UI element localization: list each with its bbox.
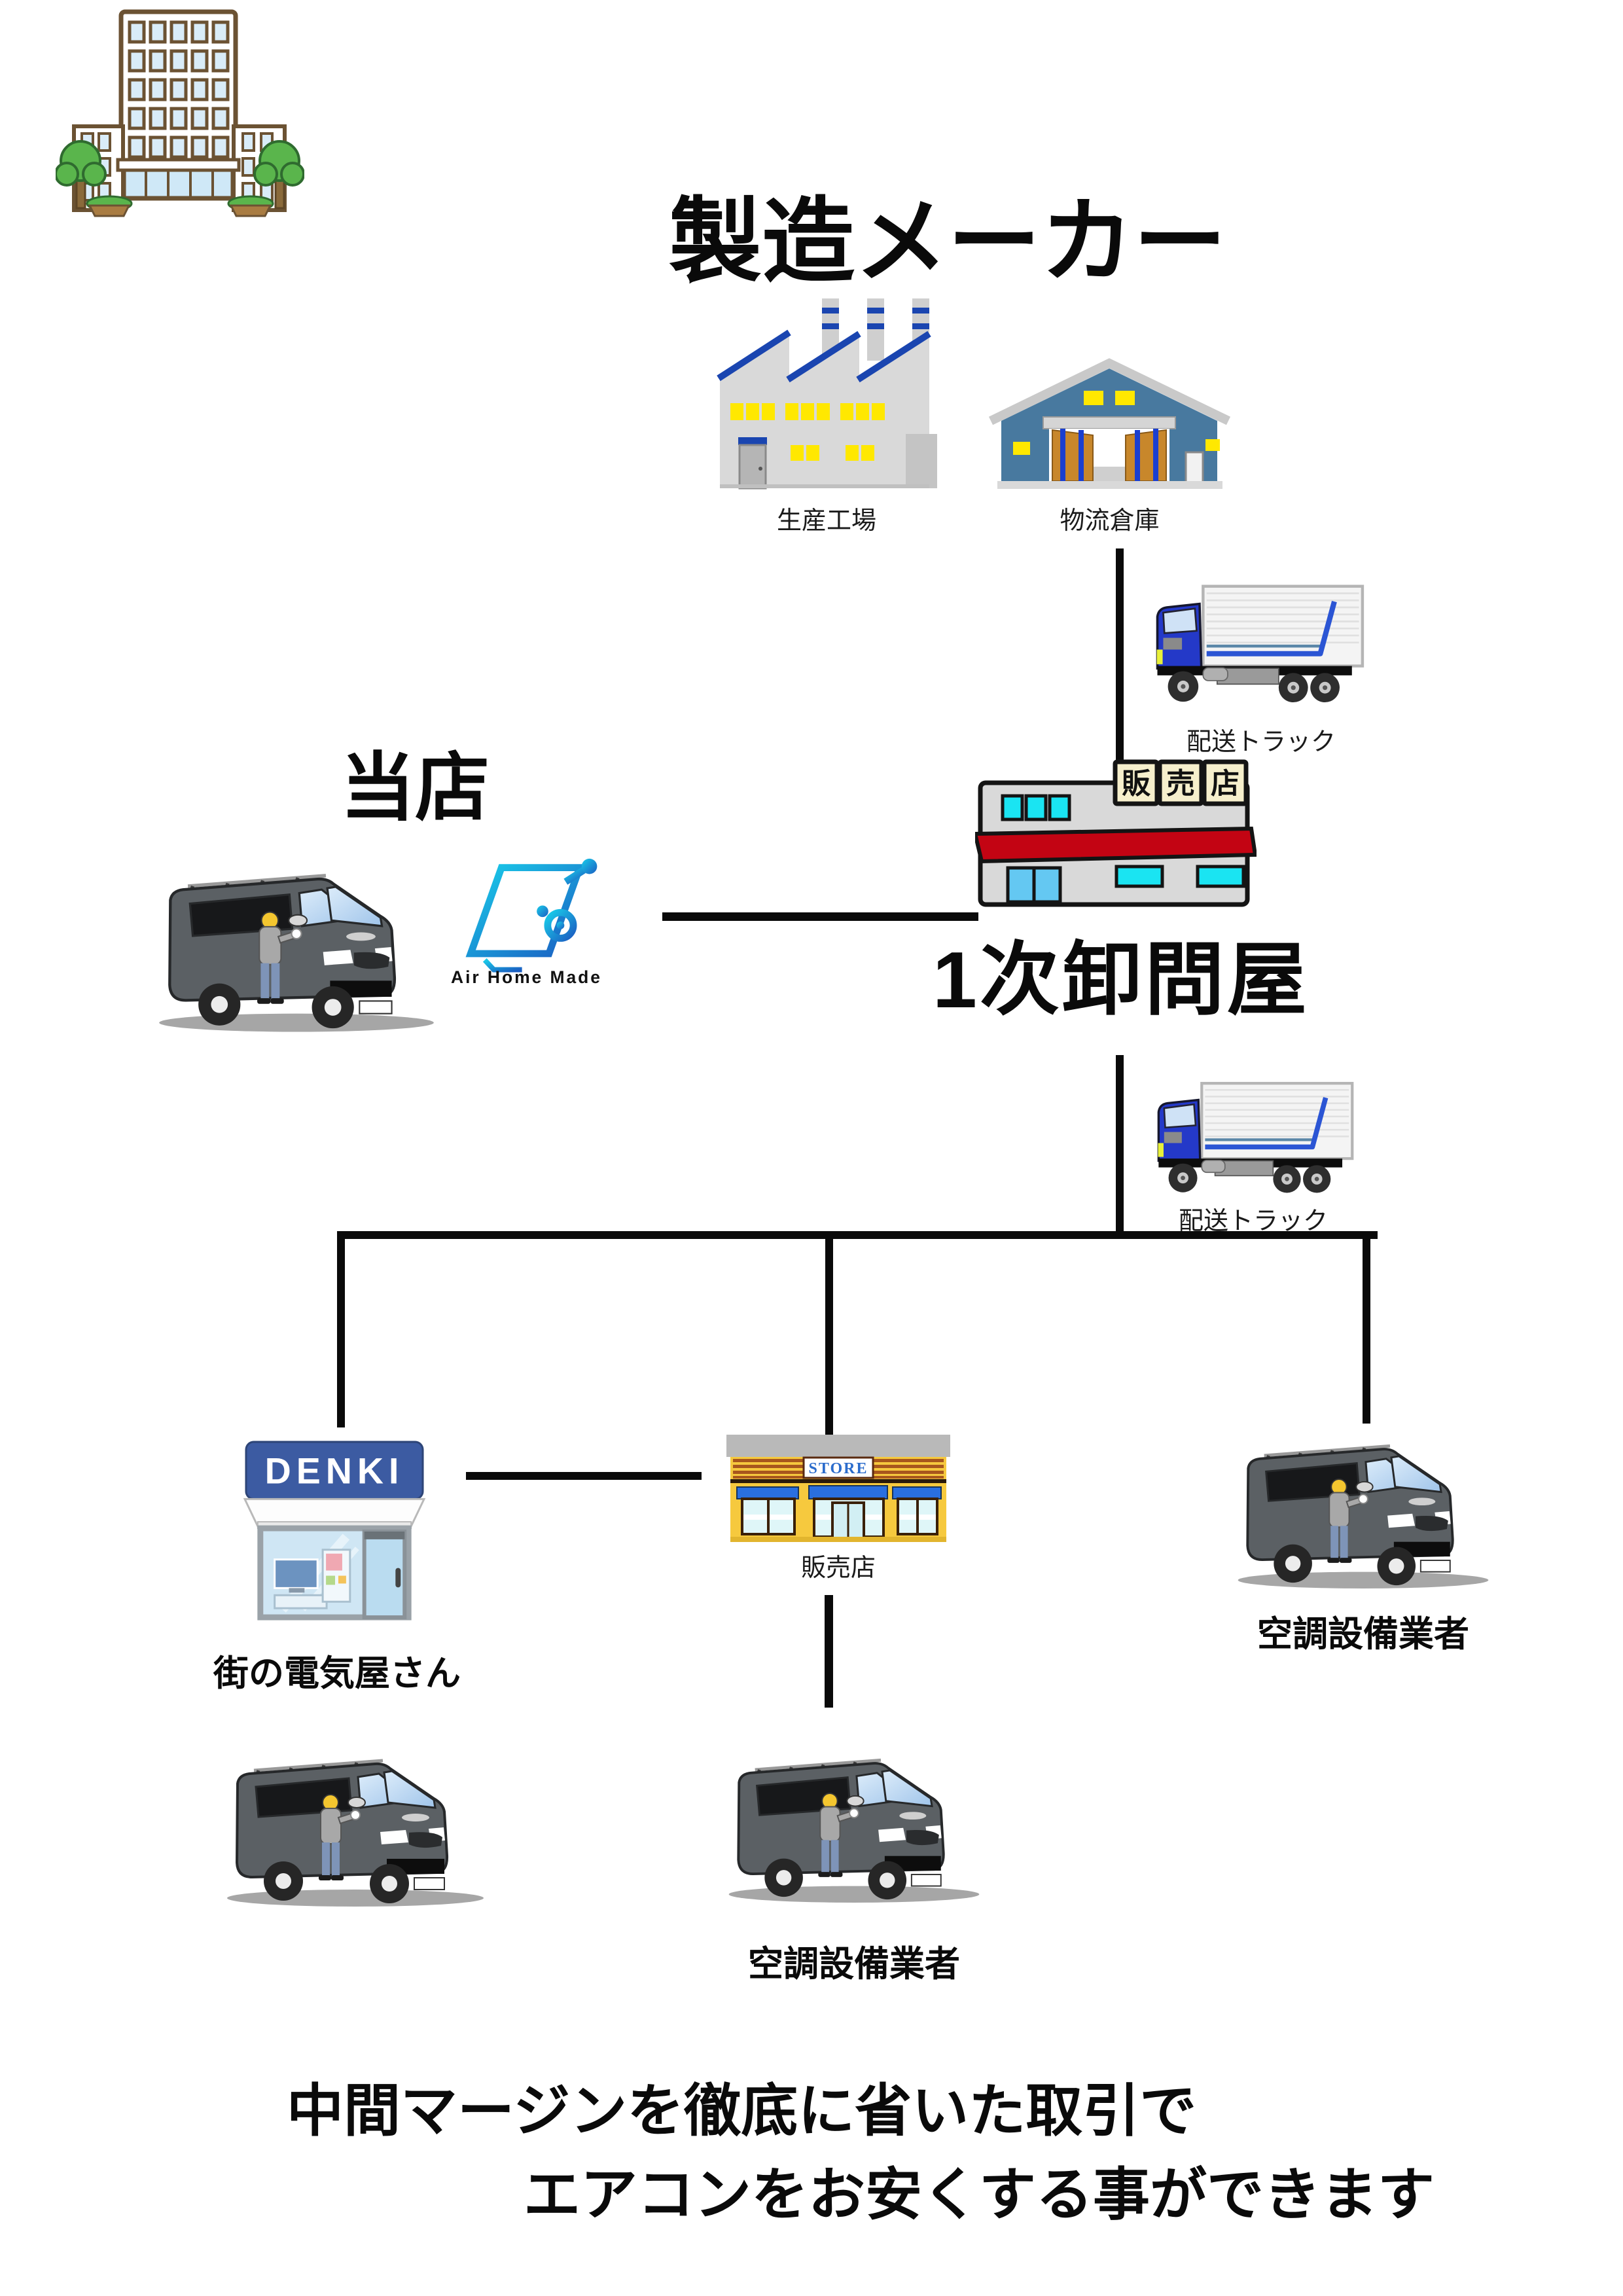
store-label: 販売店 bbox=[800, 1554, 876, 1582]
wholesaler-title: 1次卸問屋 bbox=[933, 935, 1310, 1024]
store-icon: STORE bbox=[726, 1435, 950, 1542]
hvac-van-icon-middle bbox=[720, 1734, 988, 1907]
connector-warehouse-to-wholesaler bbox=[1116, 548, 1124, 764]
tree-right-icon bbox=[253, 140, 304, 209]
delivery-truck-icon bbox=[1147, 579, 1376, 708]
connector-store-to-hvac bbox=[825, 1595, 833, 1708]
hvac-van-icon-left bbox=[218, 1734, 493, 1911]
wholesaler-sign: 販 売 店 bbox=[1113, 759, 1249, 806]
service-van-icon bbox=[149, 848, 444, 1037]
hvac-label-middle: 空調設備業者 bbox=[748, 1945, 960, 1984]
footer-message-line2: エアコンをお安くする事ができます bbox=[524, 2163, 1435, 2227]
delivery-truck-label-2: 配送トラック bbox=[1178, 1208, 1328, 1235]
hvac-van-icon-right bbox=[1229, 1420, 1497, 1593]
warehouse-label: 物流倉庫 bbox=[1060, 507, 1160, 535]
factory-label: 生産工場 bbox=[776, 507, 876, 535]
denki-label: 街の電気屋さん bbox=[213, 1654, 461, 1693]
tree-left-icon bbox=[56, 140, 107, 209]
connector-shop-to-wholesaler bbox=[662, 912, 978, 921]
denki-sign-text: DENKI bbox=[265, 1451, 404, 1492]
connector-denki-to-store bbox=[466, 1472, 702, 1480]
air-home-made-logo: Air Home Made bbox=[451, 858, 602, 987]
distribution-line bbox=[337, 1231, 1378, 1239]
store-sign-text: STORE bbox=[809, 1460, 868, 1477]
wholesaler-sign-char-2: 売 bbox=[1166, 768, 1195, 800]
wholesaler-sign-char-1: 販 bbox=[1122, 768, 1151, 800]
denki-store-icon: DENKI bbox=[243, 1441, 425, 1621]
delivery-truck-icon-2 bbox=[1149, 1077, 1364, 1198]
delivery-truck-label: 配送トラック bbox=[1186, 728, 1336, 756]
air-home-made-logo-text: Air Home Made bbox=[451, 967, 602, 987]
office-building-illustration bbox=[56, 9, 304, 217]
manufacturer-title: 製造メーカー bbox=[669, 190, 1226, 294]
drop-line-to-hvac bbox=[1363, 1238, 1370, 1424]
warehouse-icon bbox=[988, 358, 1231, 489]
connector-wholesaler-to-retailers bbox=[1116, 1055, 1124, 1232]
drop-line-to-denki bbox=[337, 1238, 345, 1427]
drop-line-to-store bbox=[825, 1238, 833, 1435]
factory-icon bbox=[717, 298, 937, 490]
footer-message-line1: 中間マージンを徹底に省いた取引で bbox=[287, 2079, 1197, 2143]
wholesaler-building-icon: 販 売 店 bbox=[975, 759, 1257, 907]
wholesaler-sign-char-3: 店 bbox=[1211, 768, 1240, 800]
our-shop-title: 当店 bbox=[340, 747, 490, 830]
hvac-label-right: 空調設備業者 bbox=[1257, 1615, 1469, 1654]
